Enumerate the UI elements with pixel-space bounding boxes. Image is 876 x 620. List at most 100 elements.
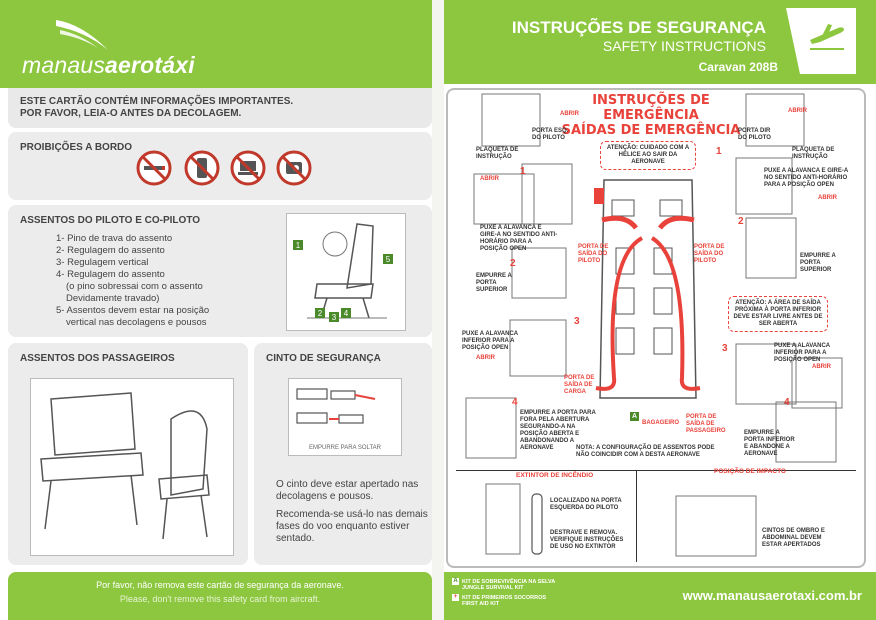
diagram-label-3: 3 bbox=[332, 313, 337, 322]
list-item: 2- Regulagem do assento bbox=[56, 245, 165, 256]
page-subtitle: SAFETY INSTRUCTIONS bbox=[602, 38, 766, 54]
abrir-label-5: ABRIR bbox=[476, 355, 495, 361]
seatbelt-caption: EMPURRE PARA SOLTAR bbox=[308, 445, 381, 451]
emergency-title-line-1: INSTRUÇÕES DE EMERGÊNCIA bbox=[592, 93, 710, 123]
no-smoking-icon bbox=[136, 150, 172, 186]
left-lever-instruction: PUXE A ALAVANCA E GIRE-A NO SENTIDO ANTI… bbox=[480, 225, 558, 252]
abrir-label-3: ABRIR bbox=[480, 176, 499, 182]
survival-kit-icon: A bbox=[452, 578, 459, 585]
extinguisher-location: LOCALIZADO NA PORTA ESQUERDA DO PILOTO bbox=[550, 498, 622, 511]
push-lower-door-label: EMPURRE A PORTA INFERIOR E ABANDONE A AE… bbox=[744, 430, 795, 457]
emergency-title: INSTRUÇÕES DE EMERGÊNCIA SAÍDAS DE EMERG… bbox=[556, 93, 746, 138]
brand-light: manaus bbox=[22, 52, 106, 78]
airplane-takeoff-icon bbox=[810, 24, 844, 50]
pilot-seats-list: 1- Pino de trava do assento 2- Regulagem… bbox=[56, 233, 209, 329]
right-pilot-door-label: PORTA DIR DO PILOTO bbox=[738, 128, 771, 141]
passenger-seats-drawing bbox=[40, 392, 210, 540]
card-fold bbox=[432, 0, 444, 620]
seatbelt-note-1-line-2: decolagens e pousos. bbox=[276, 491, 374, 502]
pilot-seat-drawing: 1 2 3 4 5 bbox=[293, 223, 393, 322]
first-aid-icon: + bbox=[452, 594, 459, 601]
footer-notice-pt: Por favor, não remova este cartão de seg… bbox=[96, 580, 344, 590]
step-3-right: 3 bbox=[722, 343, 728, 354]
seatbelt-note-2-line-1: Recomenda-se usá-lo nas demais bbox=[276, 509, 428, 520]
passenger-exit-label: PORTA DE SAÍDA DE PASSAGEIRO bbox=[686, 414, 726, 434]
aircraft-model: Caravan 208B bbox=[698, 60, 778, 74]
list-item: 4- Regulagem do assento bbox=[56, 269, 165, 280]
no-laptop-icon bbox=[230, 150, 266, 186]
list-item: Devidamente travado) bbox=[66, 293, 160, 304]
intro-line-1: ESTE CARTÃO CONTÉM INFORMAÇÕES IMPORTANT… bbox=[20, 96, 294, 107]
diagram-label-2: 2 bbox=[318, 309, 323, 318]
intro-line-2: POR FAVOR, LEIA-O ANTES DA DECOLAGEM. bbox=[20, 108, 242, 119]
seatbelt-diagram: EMPURRE PARA SOLTAR bbox=[288, 378, 402, 456]
passenger-seats-diagram bbox=[30, 378, 234, 556]
left-pilot-door-label: PORTA ESQ. DO PILOTO bbox=[532, 128, 569, 141]
legend-first-aid-en: FIRST AID KIT bbox=[462, 601, 500, 607]
step-2-left: 2 bbox=[510, 258, 516, 269]
pilot-seats-title: ASSENTOS DO PILOTO E CO-PILOTO bbox=[20, 215, 201, 226]
seatbelt-note-2-line-3: sentado. bbox=[276, 533, 315, 544]
step-3-left: 3 bbox=[574, 316, 580, 327]
cargo-exit-label: PORTA DE SAÍDA DE CARGA bbox=[564, 375, 595, 395]
push-door-out-label: EMPURRE A PORTA PARA FORA PELA ABERTURA … bbox=[520, 410, 596, 451]
impact-title: POSIÇÃO DE IMPACTO bbox=[714, 468, 786, 475]
prohibitions-title: PROIBIÇÕES A BORDO bbox=[20, 142, 133, 153]
section-divider-vertical bbox=[636, 470, 637, 562]
footer-left: Por favor, não remova este cartão de seg… bbox=[8, 572, 432, 620]
prohibitions-panel: PROIBIÇÕES A BORDO bbox=[8, 132, 432, 200]
right-lower-lever-label: PUXE A ALAVANCA INFERIOR PARA A POSIÇÃO … bbox=[774, 343, 830, 363]
list-item: (o pino sobressai com o assento bbox=[66, 281, 203, 292]
seatbelt-note-1-line-1: O cinto deve estar apertado nas bbox=[276, 479, 419, 490]
emergency-illustrations bbox=[465, 93, 843, 557]
right-placard-label: PLAQUETA DE INSTRUÇÃO bbox=[792, 147, 835, 160]
no-electronics-icon bbox=[276, 150, 312, 186]
left-lower-lever-label: PUXE A ALAVANCA INFERIOR PARA A POSIÇÃO … bbox=[462, 331, 518, 351]
emergency-title-line-2: SAÍDAS DE EMERGÊNCIA bbox=[561, 123, 741, 138]
step-4-right: 4 bbox=[784, 397, 790, 408]
right-lever-instruction: PUXE A ALAVANCA E GIRE-A NO SENTIDO ANTI… bbox=[764, 168, 849, 188]
seatbelt-title: CINTO DE SEGURANÇA bbox=[266, 353, 381, 364]
diagram-label-5: 5 bbox=[386, 255, 391, 264]
abrir-label-4: ABRIR bbox=[818, 195, 837, 201]
abrir-label-6: ABRIR bbox=[812, 364, 831, 370]
pilot-seat-diagram: 1 2 3 4 5 bbox=[286, 213, 406, 331]
diagram-label-4: 4 bbox=[344, 309, 349, 318]
brand-logo: manausaerotáxi bbox=[22, 52, 195, 79]
step-1-right: 1 bbox=[716, 146, 722, 157]
propeller-caution: ATENÇÃO: CUIDADO COM A HÉLICE AO SAIR DA… bbox=[600, 141, 696, 170]
footer-notice-en: Please, don't remove this safety card fr… bbox=[119, 594, 321, 604]
exit-area-caution: ATENÇÃO: A ÁREA DE SAÍDA PRÓXIMA À PORTA… bbox=[728, 296, 828, 332]
no-cellphone-icon bbox=[184, 150, 220, 186]
brand-bold: aerotáxi bbox=[105, 52, 195, 78]
list-item: 5- Assentos devem estar na posição bbox=[56, 305, 210, 316]
step-1-left: 1 bbox=[520, 166, 526, 177]
section-divider bbox=[456, 470, 856, 471]
survival-kit-marker: A bbox=[630, 412, 639, 421]
extinguisher-usage: DESTRAVE E REMOVA. VERIFIQUE INSTRUÇÕES … bbox=[550, 530, 624, 550]
intro-panel: ESTE CARTÃO CONTÉM INFORMAÇÕES IMPORTANT… bbox=[8, 88, 432, 128]
left-placard-label: PLAQUETA DE INSTRUÇÃO bbox=[476, 147, 519, 160]
legend-survival-kit-en: JUNGLE SURVIVAL KIT bbox=[462, 585, 524, 591]
step-4-left: 4 bbox=[512, 397, 518, 408]
website-url: www.manausaerotaxi.com.br bbox=[682, 588, 862, 603]
left-pilot-exit-label: PORTA DE SAÍDA DO PILOTO bbox=[578, 244, 609, 264]
impact-instruction: CINTOS DE OMBRO E ABDOMINAL DEVEM ESTAR … bbox=[762, 528, 825, 548]
legend-first-aid-pt: KIT DE PRIMEIROS SOCORROS bbox=[462, 594, 547, 601]
right-push-upper-label: EMPURRE A PORTA SUPERIOR bbox=[800, 253, 836, 273]
logo-swoosh-icon bbox=[56, 20, 108, 50]
list-item: vertical nas decolagens e pousos bbox=[66, 317, 207, 328]
diagram-label-1: 1 bbox=[296, 241, 301, 250]
right-pilot-exit-label: PORTA DE SAÍDA DO PILOTO bbox=[694, 244, 725, 264]
seatbelt-drawing bbox=[296, 388, 376, 424]
list-item: 3- Regulagem vertical bbox=[56, 257, 149, 268]
baggage-label: BAGAGEIRO bbox=[642, 420, 680, 426]
seatbelt-note-2-line-2: fases do voo enquanto estiver bbox=[276, 521, 410, 532]
list-item: 1- Pino de trava do assento bbox=[56, 233, 173, 244]
abrir-label-2: ABRIR bbox=[788, 108, 807, 114]
legend-survival-kit-pt: KIT DE SOBREVIVÊNCIA NA SELVA bbox=[462, 578, 556, 585]
step-2-right: 2 bbox=[738, 216, 744, 227]
